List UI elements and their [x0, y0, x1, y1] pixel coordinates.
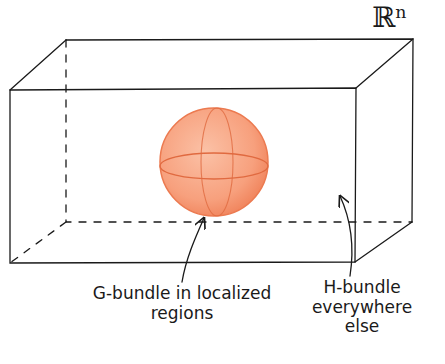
leader-arrows — [182, 196, 352, 282]
space-label: ℝⁿ — [372, 2, 438, 34]
callout-text: G-bundle in localized regions — [92, 284, 272, 323]
callout-text: H-bundle everywhere else — [292, 278, 432, 337]
g-bundle-sphere — [160, 108, 268, 216]
cube-outline — [10, 39, 413, 263]
